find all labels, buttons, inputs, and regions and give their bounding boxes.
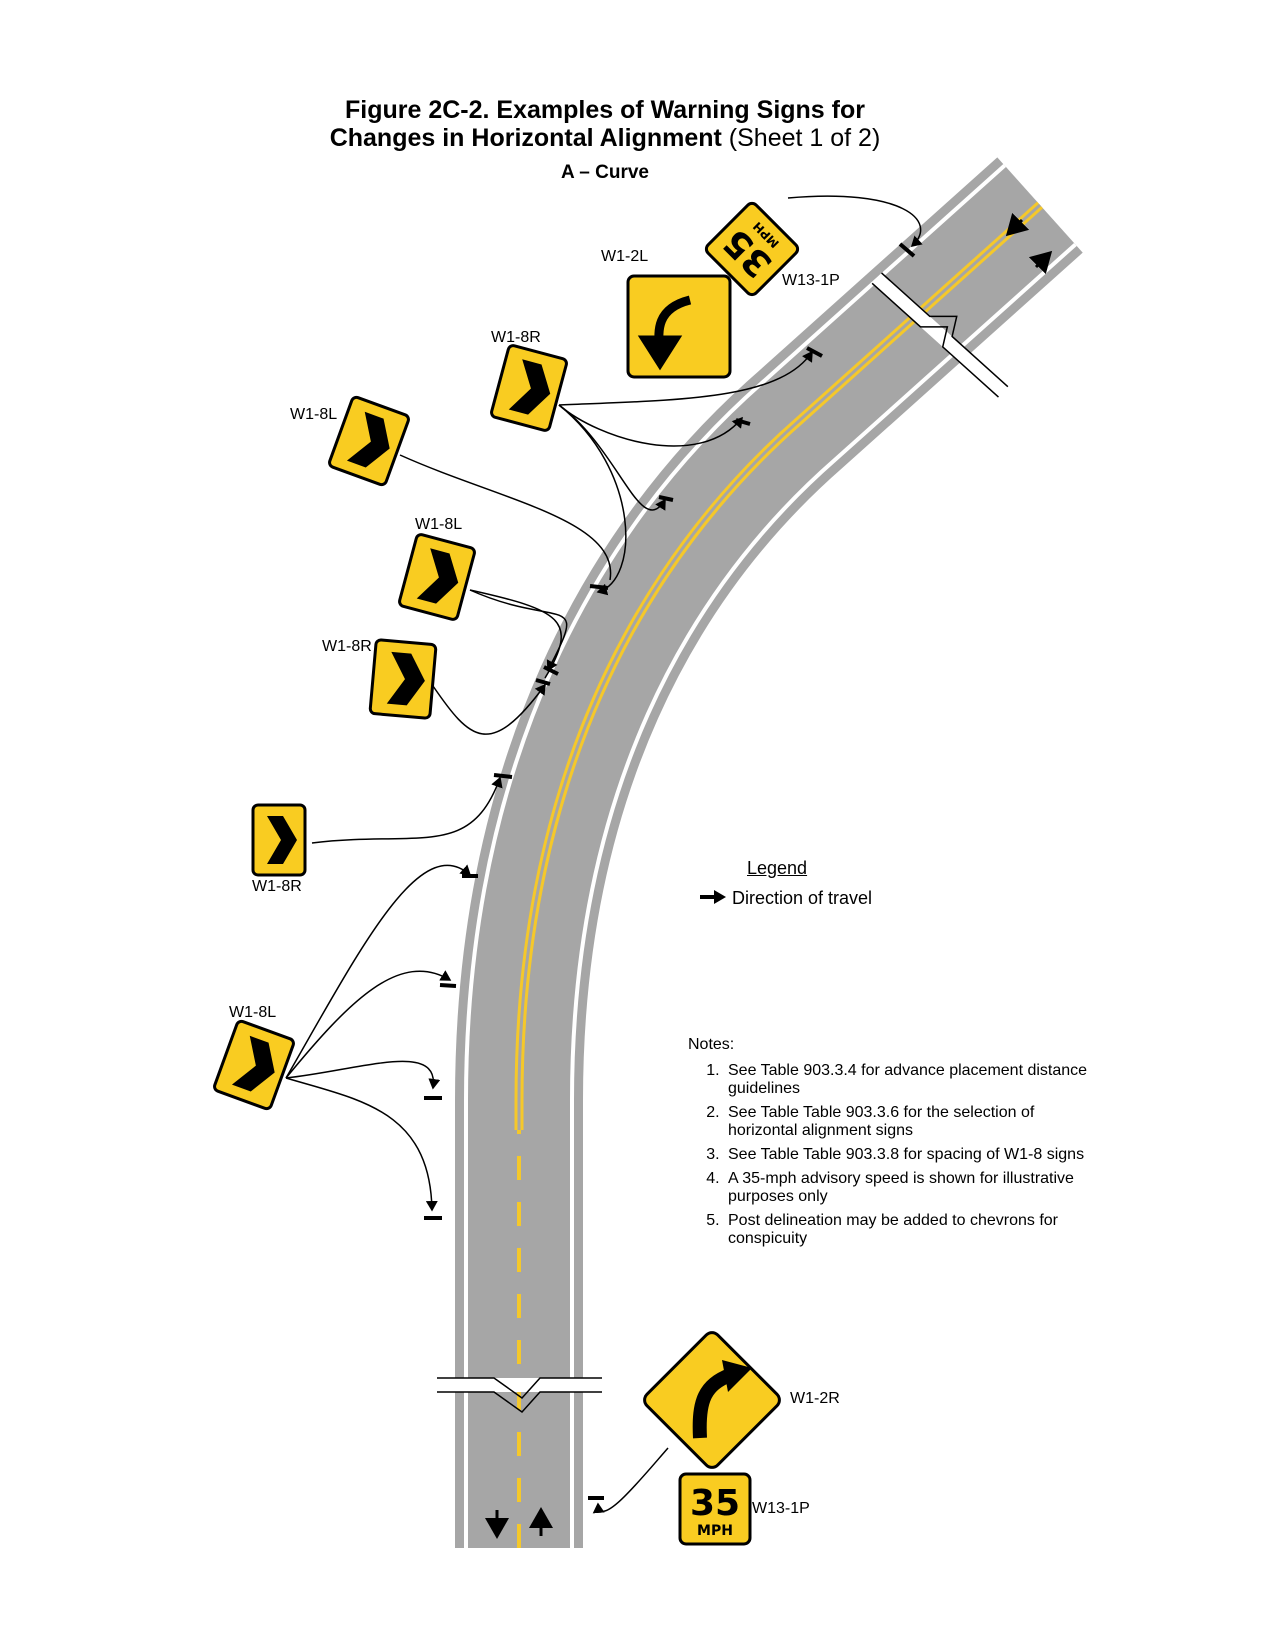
note-item: Post delineation may be added to chevron… [724, 1212, 1088, 1248]
sign-post-symbols [424, 242, 916, 1500]
note-item: A 35-mph advisory speed is shown for ill… [724, 1170, 1088, 1206]
legend-arrow-icon [700, 890, 726, 904]
w13-1p-sign-top: 35 MPH [704, 201, 800, 297]
label-w13-1p-bottom: W13-1P [752, 1500, 810, 1517]
figure-title: Figure 2C-2. Examples of Warning Signs f… [0, 96, 1210, 152]
legend-direction-label: Direction of travel [732, 888, 873, 908]
road-break-top [871, 272, 1009, 398]
w13-1p-sign-bottom: 35 MPH [678, 1472, 752, 1546]
w1-8l-sign-2 [398, 533, 476, 621]
leader-lines [285, 195, 923, 1514]
label-w1-8r-3: W1-8R [252, 878, 302, 895]
notes-heading: Notes: [688, 1036, 735, 1053]
right-curve-arrow-icon [692, 1360, 752, 1439]
w1-8l-sign-3 [213, 1019, 295, 1111]
label-w1-8l-3: W1-8L [229, 1004, 277, 1021]
label-w1-8l-1: W1-8L [290, 406, 338, 423]
note-item: See Table Table 903.3.6 for the selectio… [724, 1104, 1088, 1140]
note-item: See Table Table 903.3.8 for spacing of W… [724, 1146, 1088, 1164]
w1-8r-sign-3 [251, 803, 307, 877]
notes-list: See Table 903.3.4 for advance placement … [688, 1062, 1088, 1248]
notes-block: Notes: See Table 903.3.4 for advance pla… [688, 1036, 1088, 1254]
legend-item: Direction of travel [700, 888, 872, 909]
label-w13-1p-top: W13-1P [782, 272, 840, 289]
label-w1-8r-1: W1-8R [491, 329, 541, 346]
w1-8r-sign-2 [368, 638, 438, 720]
label-w1-8r-2: W1-8R [322, 638, 372, 655]
road-break-bottom [437, 1377, 602, 1413]
label-w1-2l: W1-2L [601, 248, 649, 265]
label-w1-2r: W1-2R [790, 1390, 840, 1407]
speed-number-bottom: 35 [690, 1483, 740, 1524]
roadway [455, 157, 1083, 1548]
legend-heading: Legend [747, 858, 808, 878]
w1-2r-sign [643, 1331, 781, 1469]
title-sheet: (Sheet 1 of 2) [728, 124, 881, 152]
figure-subtitle: A – Curve [561, 162, 649, 183]
direction-arrow-icon [485, 212, 1053, 1539]
title-line-2: Changes in Horizontal Alignment [329, 124, 722, 152]
title-line-1: Figure 2C-2. Examples of Warning Signs f… [345, 96, 865, 124]
w1-2l-sign [626, 274, 732, 379]
w1-8l-sign-1 [328, 395, 410, 487]
label-w1-8l-2: W1-8L [415, 516, 463, 533]
speed-unit-bottom: MPH [697, 1523, 733, 1539]
w1-8r-sign-1 [490, 344, 568, 432]
note-item: See Table 903.3.4 for advance placement … [724, 1062, 1088, 1098]
